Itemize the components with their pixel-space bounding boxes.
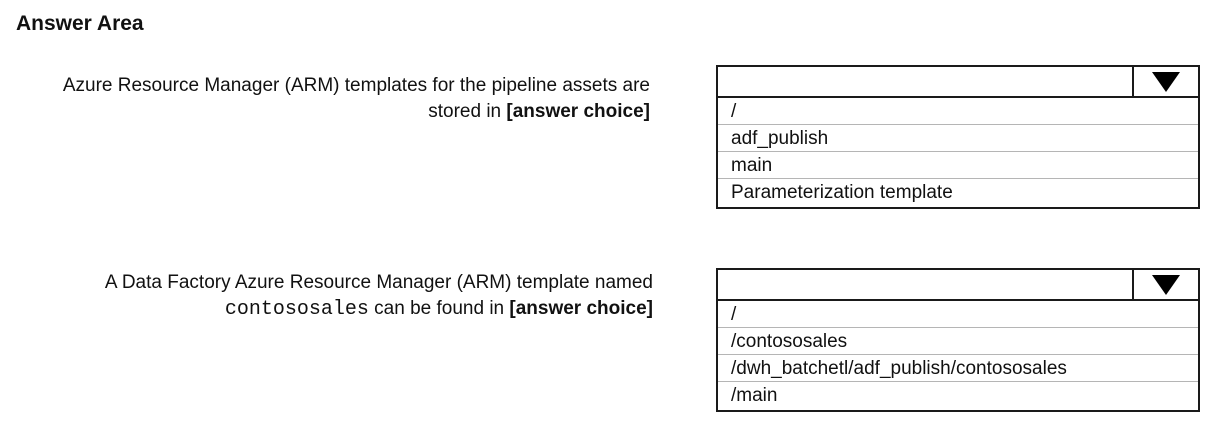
answer-area-title: Answer Area	[16, 12, 144, 35]
dropdown-1-toggle-button[interactable]	[1132, 67, 1198, 96]
question-1-prefix: stored in	[428, 101, 507, 122]
triangle-down-icon	[1152, 71, 1180, 92]
dropdown-2-toggle-button[interactable]	[1132, 270, 1198, 299]
dropdown-1-option[interactable]: Parameterization template	[731, 182, 953, 203]
dropdown-1-selected-value[interactable]	[718, 67, 1198, 98]
dropdown-2-option[interactable]: /contososales	[718, 328, 1198, 355]
dropdown-1-option[interactable]: adf_publish	[718, 125, 1198, 152]
dropdown-2-option[interactable]: /dwh_batchetl/adf_publish/contososales	[718, 355, 1198, 382]
question-1-line-1: Azure Resource Manager (ARM) templates f…	[62, 75, 650, 96]
dropdown-1-option[interactable]: /	[718, 98, 1198, 125]
question-1-line-2: stored in [answer choice]	[10, 99, 650, 125]
dropdown-1-option[interactable]: main	[718, 152, 1198, 179]
triangle-down-icon	[1152, 274, 1180, 295]
question-1-text: Azure Resource Manager (ARM) templates f…	[10, 73, 650, 125]
question-2-text: A Data Factory Azure Resource Manager (A…	[10, 270, 653, 323]
answer-dropdown-1[interactable]: / adf_publish main Parameterization temp…	[716, 65, 1200, 209]
dropdown-2-selected-value[interactable]	[718, 270, 1198, 301]
question-2-answer-placeholder: [answer choice]	[509, 298, 653, 319]
question-2-line-2: contososales can be found in [answer cho…	[10, 296, 653, 323]
dropdown-2-option[interactable]: /	[718, 301, 1198, 328]
question-2-line-1: A Data Factory Azure Resource Manager (A…	[104, 272, 653, 293]
question-2-prefix: can be found in	[368, 298, 510, 319]
answer-dropdown-2[interactable]: / /contososales /dwh_batchetl/adf_publis…	[716, 268, 1200, 412]
question-2-template-name: contososales	[224, 298, 369, 321]
question-1-answer-placeholder: [answer choice]	[506, 101, 650, 122]
dropdown-2-option[interactable]: /main	[731, 385, 778, 406]
